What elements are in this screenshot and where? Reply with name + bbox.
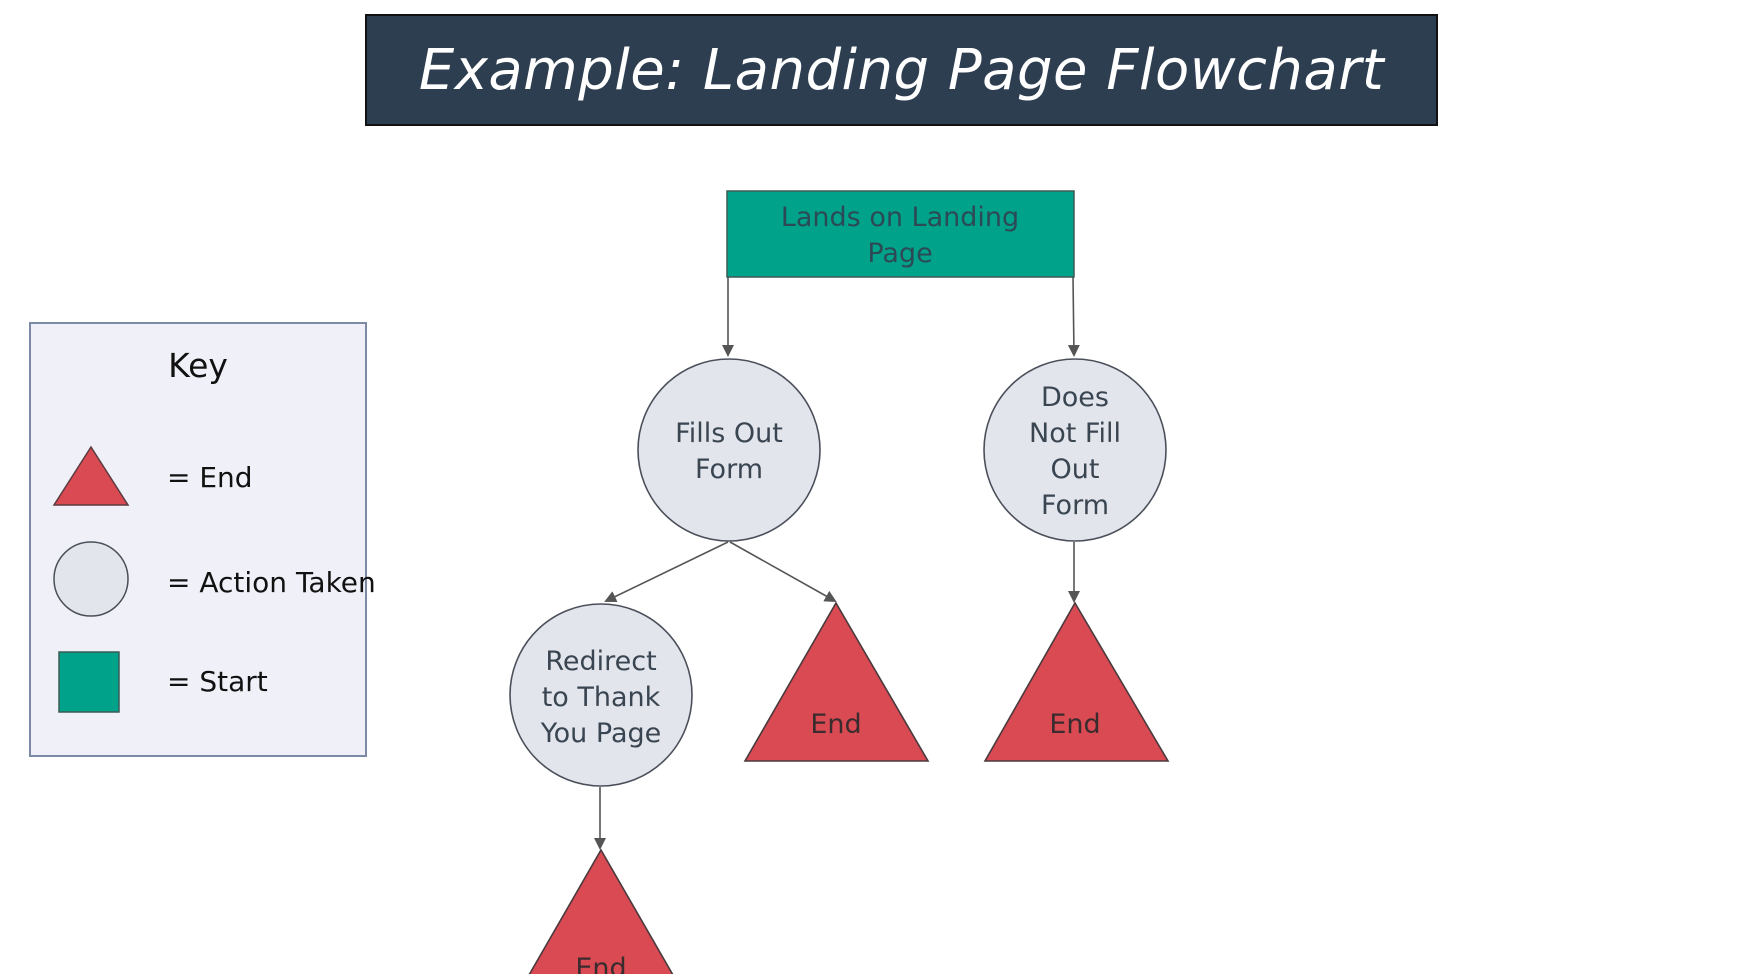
end-triangle-right [983, 601, 1170, 762]
fills-out-line2: Form [695, 454, 763, 485]
legend-label-action: = Action Taken [167, 566, 376, 599]
redirect-line2: to Thank [542, 682, 661, 713]
end-triangle-icon [52, 445, 130, 506]
connector-fills-to-end [729, 541, 837, 602]
end-label-bottom: End [575, 953, 626, 974]
connector-fills-to-redirect [604, 541, 729, 603]
legend-heading: Key [168, 346, 228, 385]
end-node-middle: End [743, 601, 930, 762]
not-fill-line4: Form [1041, 490, 1109, 521]
start-box [726, 190, 1075, 278]
start-square-icon [58, 651, 120, 713]
legend-label-start: = Start [167, 665, 268, 698]
not-fill-line3: Out [1051, 454, 1100, 485]
action-node-does-not-fill: Does Not Fill Out Form [983, 358, 1167, 542]
end-triangle-middle [743, 601, 930, 762]
connector-start-to-notfill [1067, 276, 1080, 357]
action-node-fills-out-form: Fills Out Form [637, 358, 821, 542]
redirect-line3: You Page [540, 718, 662, 749]
connectors [594, 276, 1080, 850]
start-label-line2: Page [867, 238, 932, 269]
legend-box: Key = End = Action Taken = Start [29, 322, 376, 757]
end-node-right: End [983, 601, 1170, 762]
not-fill-line1: Does [1041, 382, 1109, 413]
action-node-redirect: Redirect to Thank You Page [509, 603, 693, 787]
redirect-line1: Redirect [545, 646, 656, 677]
end-label-middle: End [810, 709, 861, 740]
legend-item-start: = Start [51, 648, 351, 728]
start-label-line1: Lands on Landing [781, 202, 1019, 233]
fills-out-circle [637, 358, 821, 542]
end-label-right: End [1049, 709, 1100, 740]
end-triangle-bottom [528, 848, 674, 974]
fills-out-line1: Fills Out [675, 418, 783, 449]
legend-item-end: = End [51, 441, 351, 521]
title-banner: Example: Landing Page Flowchart [365, 14, 1438, 126]
not-fill-circle [983, 358, 1167, 542]
page-title: Example: Landing Page Flowchart [418, 37, 1385, 103]
legend-label-end: = End [167, 461, 253, 494]
action-circle-icon [53, 541, 129, 617]
not-fill-line2: Not Fill [1029, 418, 1121, 449]
start-node: Lands on Landing Page [726, 190, 1075, 278]
end-node-bottom: End [528, 848, 674, 974]
legend-item-action: = Action Taken [51, 539, 376, 619]
redirect-circle [509, 603, 693, 787]
